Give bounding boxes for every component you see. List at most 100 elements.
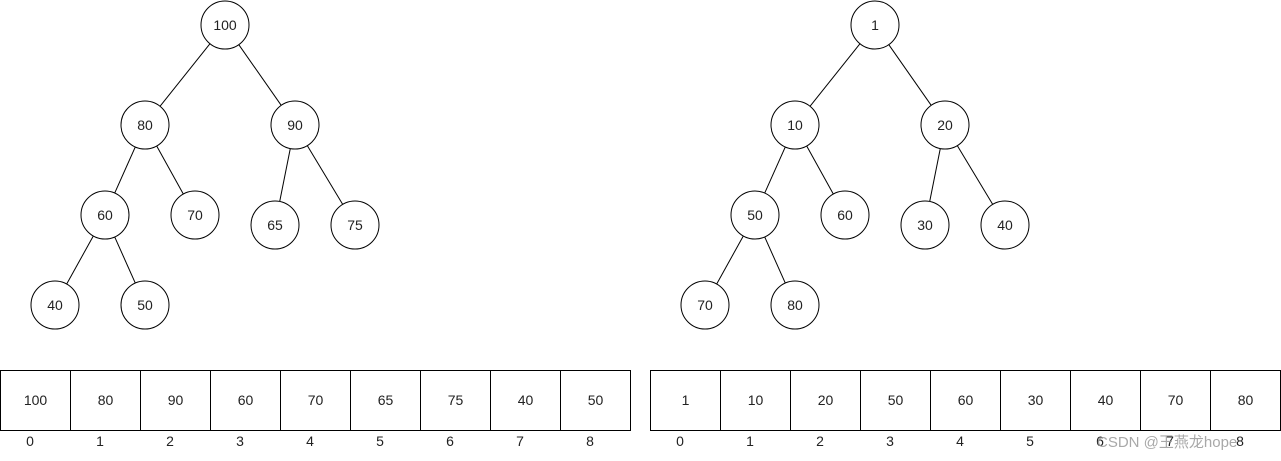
- node-circle: [80, 190, 130, 240]
- cell-value: 1: [682, 392, 690, 408]
- cell-value: 20: [818, 392, 834, 408]
- cell-box: [1000, 370, 1071, 431]
- cell-value: 40: [518, 392, 534, 408]
- max-heap-node: 90: [270, 100, 320, 150]
- min-heap-edge: [929, 148, 941, 202]
- node-label: 40: [47, 297, 63, 313]
- node-circle: [770, 280, 820, 330]
- max-heap-array-index: 8: [586, 433, 594, 449]
- min-heap-edge: [806, 145, 834, 195]
- max-heap-edge: [114, 146, 136, 194]
- node-label: 50: [137, 297, 153, 313]
- max-heap-node: 100: [200, 0, 250, 50]
- cell-value: 80: [98, 392, 114, 408]
- max-heap-node: 50: [120, 280, 170, 330]
- max-heap-array-cell: 90: [140, 370, 211, 431]
- node-circle: [920, 100, 970, 150]
- node-label: 100: [213, 17, 237, 33]
- max-heap-array-index: 6: [446, 433, 454, 449]
- node-label: 75: [347, 217, 363, 233]
- max-heap-array-index: 7: [516, 433, 524, 449]
- min-heap-array-cell: 20: [790, 370, 861, 431]
- cell-value: 90: [168, 392, 184, 408]
- node-circle: [30, 280, 80, 330]
- min-heap-array-index: 8: [1236, 433, 1244, 449]
- min-heap-node: 40: [980, 200, 1030, 250]
- max-heap-node: 40: [30, 280, 80, 330]
- min-heap-edge: [956, 145, 994, 205]
- min-heap-array-index: 0: [676, 433, 684, 449]
- cell-value: 60: [958, 392, 974, 408]
- node-label: 20: [937, 117, 953, 133]
- node-label: 70: [697, 297, 713, 313]
- max-heap-array-index: 1: [96, 433, 104, 449]
- node-label: 60: [97, 207, 113, 223]
- node-circle: [680, 280, 730, 330]
- node-label: 10: [787, 117, 803, 133]
- node-label: 90: [287, 117, 303, 133]
- cell-value: 70: [1168, 392, 1184, 408]
- min-heap-array-cell: 50: [860, 370, 931, 431]
- min-heap-array-cell: 1: [650, 370, 721, 431]
- cell-value: 65: [378, 392, 394, 408]
- max-heap-array-index: 3: [236, 433, 244, 449]
- node-circle: [980, 200, 1030, 250]
- node-circle: [270, 100, 320, 150]
- min-heap-node: 1: [850, 0, 900, 50]
- node-circle: [170, 190, 220, 240]
- min-heap-array-index: 4: [956, 433, 964, 449]
- node-circle: [820, 190, 870, 240]
- node-circle: [250, 200, 300, 250]
- cell-box: [490, 370, 561, 431]
- min-heap-array-index: 6: [1096, 433, 1104, 449]
- cell-value: 100: [24, 392, 48, 408]
- node-label: 70: [187, 207, 203, 223]
- min-heap-array-index: 3: [886, 433, 894, 449]
- cell-box: [280, 370, 351, 431]
- cell-value: 60: [238, 392, 254, 408]
- node-label: 80: [137, 117, 153, 133]
- cell-box: [560, 370, 631, 431]
- node-circle: [330, 200, 380, 250]
- max-heap-array-cell: 40: [490, 370, 561, 431]
- min-heap-array-cell: 10: [720, 370, 791, 431]
- max-heap-array-index: 4: [306, 433, 314, 449]
- max-heap-node: 75: [330, 200, 380, 250]
- cell-value: 50: [588, 392, 604, 408]
- min-heap-edge: [764, 146, 786, 194]
- min-heap-array-cell: 30: [1000, 370, 1071, 431]
- cell-value: 10: [748, 392, 764, 408]
- min-heap-node: 80: [770, 280, 820, 330]
- min-heap-array-index: 5: [1026, 433, 1034, 449]
- cell-box: [70, 370, 141, 431]
- node-circle: [200, 0, 250, 50]
- max-heap-array-cell: 50: [560, 370, 631, 431]
- cell-box: [650, 370, 721, 431]
- node-circle: [770, 100, 820, 150]
- max-heap-array-cell: 70: [280, 370, 351, 431]
- min-heap-array-index: 1: [746, 433, 754, 449]
- max-heap-array-index: 5: [376, 433, 384, 449]
- max-heap-node: 60: [80, 190, 130, 240]
- max-heap-edge: [279, 148, 291, 202]
- cell-value: 70: [308, 392, 324, 408]
- node-label: 30: [917, 217, 933, 233]
- max-heap-node: 65: [250, 200, 300, 250]
- node-circle: [730, 190, 780, 240]
- min-heap-array-index: 2: [816, 433, 824, 449]
- node-circle: [900, 200, 950, 250]
- max-heap-array-cell: 60: [210, 370, 281, 431]
- max-heap-node: 80: [120, 100, 170, 150]
- cell-box: [930, 370, 1001, 431]
- cell-box: [350, 370, 421, 431]
- min-heap-array-cell: 80: [1210, 370, 1281, 431]
- node-label: 1: [871, 17, 879, 33]
- cell-box: [210, 370, 281, 431]
- node-label: 65: [267, 217, 283, 233]
- max-heap-edge: [156, 145, 184, 195]
- cell-box: [140, 370, 211, 431]
- node-circle: [850, 0, 900, 50]
